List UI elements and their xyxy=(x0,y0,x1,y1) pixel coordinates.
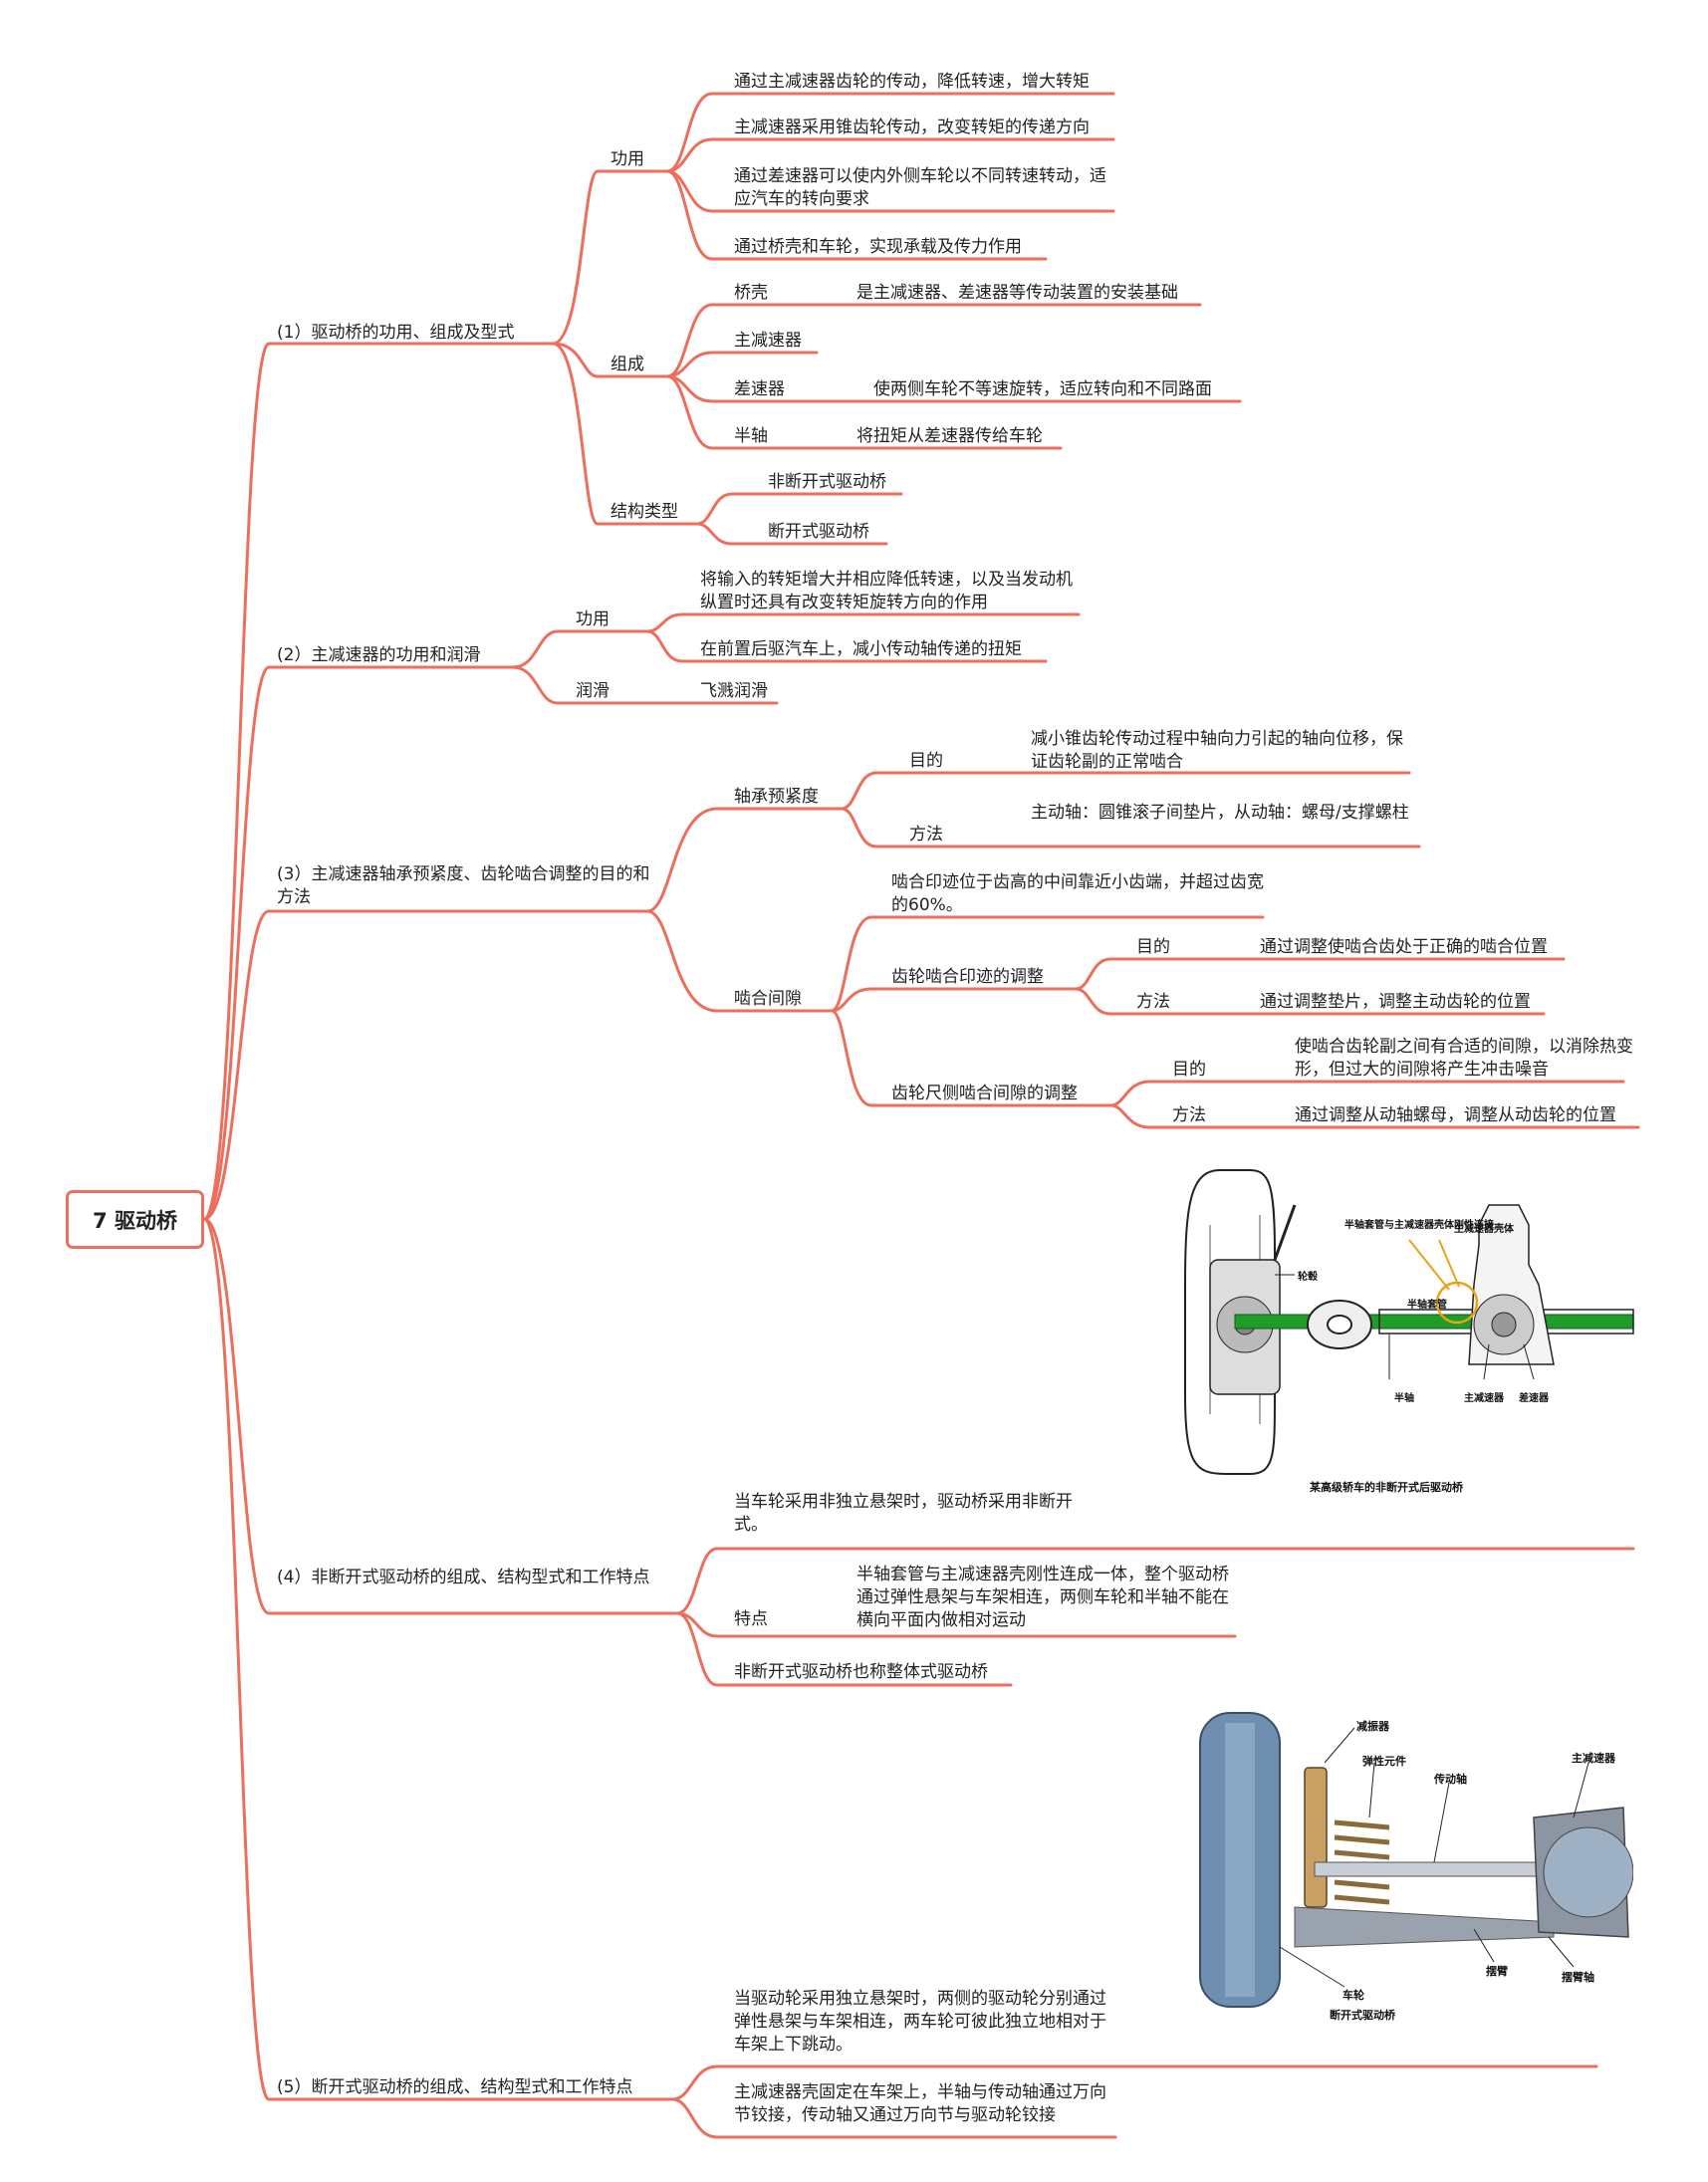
b3-yujin-fangfa[interactable]: 主动轴：圆锥滚子间垫片，从动轴：螺母/支撑螺柱 xyxy=(1031,803,1409,823)
b2-gongyong-item[interactable]: 在前置后驱汽车上，减小传动轴传递的扭矩 xyxy=(700,639,1022,659)
b1-zucheng-item-name[interactable]: 半轴 xyxy=(734,426,768,446)
b1-zucheng-item-desc[interactable]: 使两侧车轮不等速旋转，适应转向和不同路面 xyxy=(873,379,1212,399)
b1-zucheng-item-desc[interactable]: 将扭矩从差速器传给车轮 xyxy=(856,426,1043,446)
b3-chice-label[interactable]: 齿轮尺侧啮合间隙的调整 xyxy=(891,1084,1078,1103)
non-split-axle-drawing xyxy=(1184,1169,1634,1475)
b3-yinji-fangfa-label[interactable]: 方法 xyxy=(1136,992,1170,1012)
b3-chice-fangfa-label[interactable]: 方法 xyxy=(1172,1105,1206,1125)
fig2-label-2: 弹性元件 xyxy=(1362,1755,1406,1768)
b2-gongyong-label[interactable]: 功用 xyxy=(576,609,610,629)
b3-yujin-fangfa-label[interactable]: 方法 xyxy=(909,825,943,845)
branch-4-label[interactable]: (4）非断开式驱动桥的组成、结构型式和工作特点 xyxy=(277,1568,650,1587)
b3-yinji-fangfa[interactable]: 通过调整垫片，调整主动齿轮的位置 xyxy=(1260,992,1531,1012)
split-axle-figure: 减振器 弹性元件 传动轴 主减速器 摆臂 摆臂轴 车轮 断开式驱动桥 xyxy=(1195,1708,1634,2027)
fig1-label-5: 半轴 xyxy=(1394,1393,1414,1404)
b4-alias[interactable]: 非断开式驱动桥也称整体式驱动桥 xyxy=(734,1662,988,1682)
branch-1-label[interactable]: (1）驱动桥的功用、组成及型式 xyxy=(277,323,515,343)
fig2-caption: 断开式驱动桥 xyxy=(1330,2009,1395,2022)
fig2-label-3: 传动轴 xyxy=(1434,1773,1467,1786)
b2-runhua-value[interactable]: 飞溅润滑 xyxy=(700,681,768,701)
b4-desc[interactable]: 当车轮采用非独立悬架时，驱动桥采用非断开式。 xyxy=(734,1492,1073,1535)
b3-yujin-label[interactable]: 轴承预紧度 xyxy=(734,787,819,807)
b3-yinji-mudi-label[interactable]: 目的 xyxy=(1136,937,1170,957)
fig2-label-4: 主减速器 xyxy=(1572,1752,1615,1765)
b3-niehe-note[interactable]: 啮合印迹位于齿高的中间靠近小齿端，并超过齿宽的60%。 xyxy=(891,872,1264,915)
split-axle-drawing xyxy=(1199,1712,1634,2008)
b3-niehe-label[interactable]: 啮合间隙 xyxy=(734,989,802,1009)
b1-leixing-label[interactable]: 结构类型 xyxy=(610,502,678,522)
b1-zucheng-item-desc[interactable]: 是主减速器、差速器等传动装置的安装基础 xyxy=(856,283,1178,303)
b1-gongyong-item[interactable]: 通过桥壳和车轮，实现承载及传力作用 xyxy=(734,237,1022,257)
b2-runhua-label[interactable]: 润滑 xyxy=(576,681,610,701)
fig1-label-4: 半轴套管 xyxy=(1407,1300,1447,1311)
fig1-caption: 某高级轿车的非断开式后驱动桥 xyxy=(1310,1481,1463,1494)
fig2-label-7: 车轮 xyxy=(1342,1989,1364,2002)
b1-gongyong-item[interactable]: 通过差速器可以使内外侧车轮以不同转速转动，适应汽车的转向要求 xyxy=(734,166,1106,209)
b1-zucheng-item-name[interactable]: 桥壳 xyxy=(734,283,768,303)
fig2-label-6: 摆臂轴 xyxy=(1562,1971,1594,1984)
b1-zucheng-label[interactable]: 组成 xyxy=(610,355,644,374)
b3-yinji-mudi[interactable]: 通过调整使啮合齿处于正确的啮合位置 xyxy=(1260,937,1548,957)
b1-zucheng-item-name[interactable]: 主减速器 xyxy=(734,331,802,351)
root-node[interactable]: 7 驱动桥 xyxy=(66,1190,204,1249)
b1-gongyong-item[interactable]: 主减速器采用锥齿轮传动，改变转矩的传递方向 xyxy=(734,118,1090,137)
fig2-label-1: 减振器 xyxy=(1356,1720,1389,1733)
branch-2-label[interactable]: (2）主减速器的功用和润滑 xyxy=(277,645,481,665)
non-split-axle-figure: 半轴套管与主减速器壳体刚性连接 主减速器壳体 轮毂 半轴套管 半轴 主减速器 差… xyxy=(1180,1165,1638,1504)
b3-chice-mudi[interactable]: 使啮合齿轮副之间有合适的间隙，以消除热变形，但过大的间隙将产生冲击噪音 xyxy=(1295,1037,1633,1080)
b3-yinji-label[interactable]: 齿轮啮合印迹的调整 xyxy=(891,967,1044,987)
fig2-label-5: 摆臂 xyxy=(1486,1965,1508,1978)
b4-tedian-label[interactable]: 特点 xyxy=(734,1609,768,1629)
b5-desc[interactable]: 当驱动轮采用独立悬架时，两侧的驱动轮分别通过弹性悬架与车架相连，两车轮可彼此独立… xyxy=(734,1989,1106,2055)
b1-gongyong-item[interactable]: 通过主减速器齿轮的传动，降低转速，增大转矩 xyxy=(734,72,1090,92)
b1-leixing-item[interactable]: 断开式驱动桥 xyxy=(768,522,869,542)
b5-detail[interactable]: 主减速器壳固定在车架上，半轴与传动轴通过万向节铰接，传动轴又通过万向节与驱动轮铰… xyxy=(734,2082,1106,2125)
fig1-label-7: 差速器 xyxy=(1519,1393,1549,1404)
fig1-label-1: 半轴套管与主减速器壳体刚性连接 xyxy=(1344,1220,1494,1231)
branch-3-label[interactable]: (3）主减速器轴承预紧度、齿轮啮合调整的目的和方法 xyxy=(277,864,650,907)
b1-zucheng-item-name[interactable]: 差速器 xyxy=(734,379,785,399)
fig1-label-3: 轮毂 xyxy=(1298,1272,1318,1283)
b1-gongyong-label[interactable]: 功用 xyxy=(610,149,644,169)
fig1-label-6: 主减速器 xyxy=(1464,1393,1504,1404)
b1-leixing-item[interactable]: 非断开式驱动桥 xyxy=(768,472,886,492)
b4-tedian[interactable]: 半轴套管与主减速器壳刚性连成一体，整个驱动桥通过弹性悬架与车架相连，两侧车轮和半… xyxy=(856,1565,1229,1630)
b3-chice-mudi-label[interactable]: 目的 xyxy=(1172,1060,1206,1080)
b2-gongyong-item[interactable]: 将输入的转矩增大并相应降低转速，以及当发动机纵置时还具有改变转矩旋转方向的作用 xyxy=(700,570,1073,612)
b3-yujin-mudi[interactable]: 减小锥齿轮传动过程中轴向力引起的轴向位移，保证齿轮副的正常啮合 xyxy=(1031,729,1403,772)
fig1-label-2: 主减速器壳体 xyxy=(1454,1224,1514,1235)
branch-5-label[interactable]: (5）断开式驱动桥的组成、结构型式和工作特点 xyxy=(277,2077,633,2097)
b3-chice-fangfa[interactable]: 通过调整从动轴螺母，调整从动齿轮的位置 xyxy=(1295,1105,1616,1125)
b3-yujin-mudi-label[interactable]: 目的 xyxy=(909,751,943,771)
